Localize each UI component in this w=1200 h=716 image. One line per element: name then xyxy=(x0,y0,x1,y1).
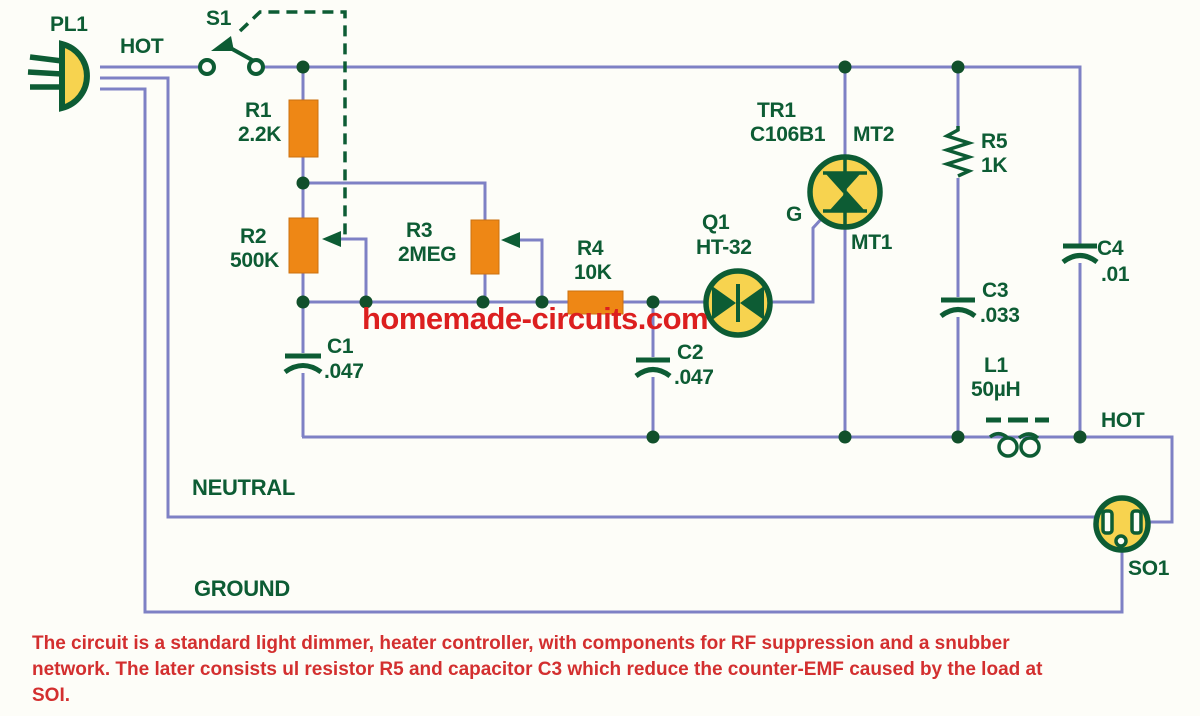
site-watermark: homemade-circuits.com xyxy=(362,301,709,336)
label-c2-value: .047 xyxy=(674,366,714,389)
label-pl1-ref: PL1 xyxy=(50,13,88,36)
label-c3-ref: C3 xyxy=(982,279,1009,302)
label-r2-ref: R2 xyxy=(240,225,267,248)
capacitor-c4-symbol xyxy=(1061,243,1099,265)
resistor-r4-body xyxy=(567,290,624,315)
label-c1-value: .047 xyxy=(324,360,364,383)
label-s1-ref: S1 xyxy=(206,7,232,30)
label-c1-ref: C1 xyxy=(327,335,354,358)
label-tr1-ref: TR1 xyxy=(757,99,796,122)
wire-r3-wiper xyxy=(509,238,544,302)
caption-text: The circuit is a standard light dimmer, … xyxy=(32,631,1172,709)
wire-r3-branch xyxy=(303,181,487,302)
resistor-r1-body xyxy=(288,99,319,158)
label-l1-value: 50µH xyxy=(971,378,1021,401)
capacitor-symbols xyxy=(283,243,1099,379)
label-r3-ref: R3 xyxy=(406,219,433,242)
label-c4-ref: C4 xyxy=(1097,237,1124,260)
label-c2-ref: C2 xyxy=(677,341,704,364)
wire-top-bus xyxy=(263,65,1082,245)
label-r5-ref: R5 xyxy=(981,130,1008,153)
triac-icon xyxy=(807,154,883,230)
label-c4-value: .01 xyxy=(1101,263,1130,286)
resistor-r3-body xyxy=(470,219,500,275)
plug-prongs xyxy=(27,54,63,90)
label-tr1-value: C106B1 xyxy=(750,123,826,146)
r3-wiper-arrow xyxy=(501,232,520,248)
label-tr1-mt2: MT2 xyxy=(853,123,895,146)
switch-icon xyxy=(198,10,347,236)
switch-lever-arrow xyxy=(211,36,234,51)
label-r4-ref: R4 xyxy=(577,237,604,260)
label-hot-out: HOT xyxy=(1101,409,1145,432)
capacitor-c1-symbol xyxy=(283,353,323,375)
inductor-l1-symbol xyxy=(986,417,1049,458)
label-r3-value: 2MEG xyxy=(398,243,457,266)
label-so1-ref: SO1 xyxy=(1128,557,1170,580)
label-hot-in: HOT xyxy=(120,35,164,58)
label-c3-value: .033 xyxy=(980,304,1020,327)
label-r1-value: 2.2K xyxy=(238,123,282,146)
wire-hot-out xyxy=(1048,435,1174,524)
label-r4-value: 10K xyxy=(574,261,612,284)
label-neutral: NEUTRAL xyxy=(192,475,296,500)
label-r5-value: 1K xyxy=(981,154,1008,177)
label-r1-ref: R1 xyxy=(245,99,272,122)
r2-wiper-arrow xyxy=(322,231,341,247)
caption-line-2: network. The later consists ul resistor … xyxy=(32,659,1043,681)
diac-icon xyxy=(703,268,773,338)
caption-line-1: The circuit is a standard light dimmer, … xyxy=(32,633,1010,654)
switch-gang-dashed-link xyxy=(238,10,347,236)
resistor-bodies xyxy=(288,99,624,315)
resistor-r5-zigzag xyxy=(941,126,975,178)
wire-r2-wiper xyxy=(330,237,368,302)
outlet-socket-icon xyxy=(1093,495,1151,553)
wire-diac-to-gate xyxy=(769,214,826,304)
label-ground: GROUND xyxy=(194,576,290,601)
label-tr1-gate: G xyxy=(786,203,803,226)
capacitor-c3-symbol xyxy=(939,297,977,319)
wire-ground xyxy=(100,87,1124,614)
wire-set xyxy=(100,65,1174,614)
wire-neutral xyxy=(100,76,1096,519)
label-l1-ref: L1 xyxy=(984,354,1008,377)
label-r2-value: 500K xyxy=(230,249,280,272)
resistor-r2-body xyxy=(288,217,319,274)
capacitor-c2-symbol xyxy=(634,357,672,379)
label-tr1-mt1: MT1 xyxy=(851,231,893,254)
label-q1-ref: Q1 xyxy=(702,211,730,234)
label-q1-value: HT-32 xyxy=(696,236,752,259)
junction-dots xyxy=(296,60,1087,444)
plug-icon xyxy=(27,40,90,112)
caption-line-3: SOI. xyxy=(32,685,71,707)
